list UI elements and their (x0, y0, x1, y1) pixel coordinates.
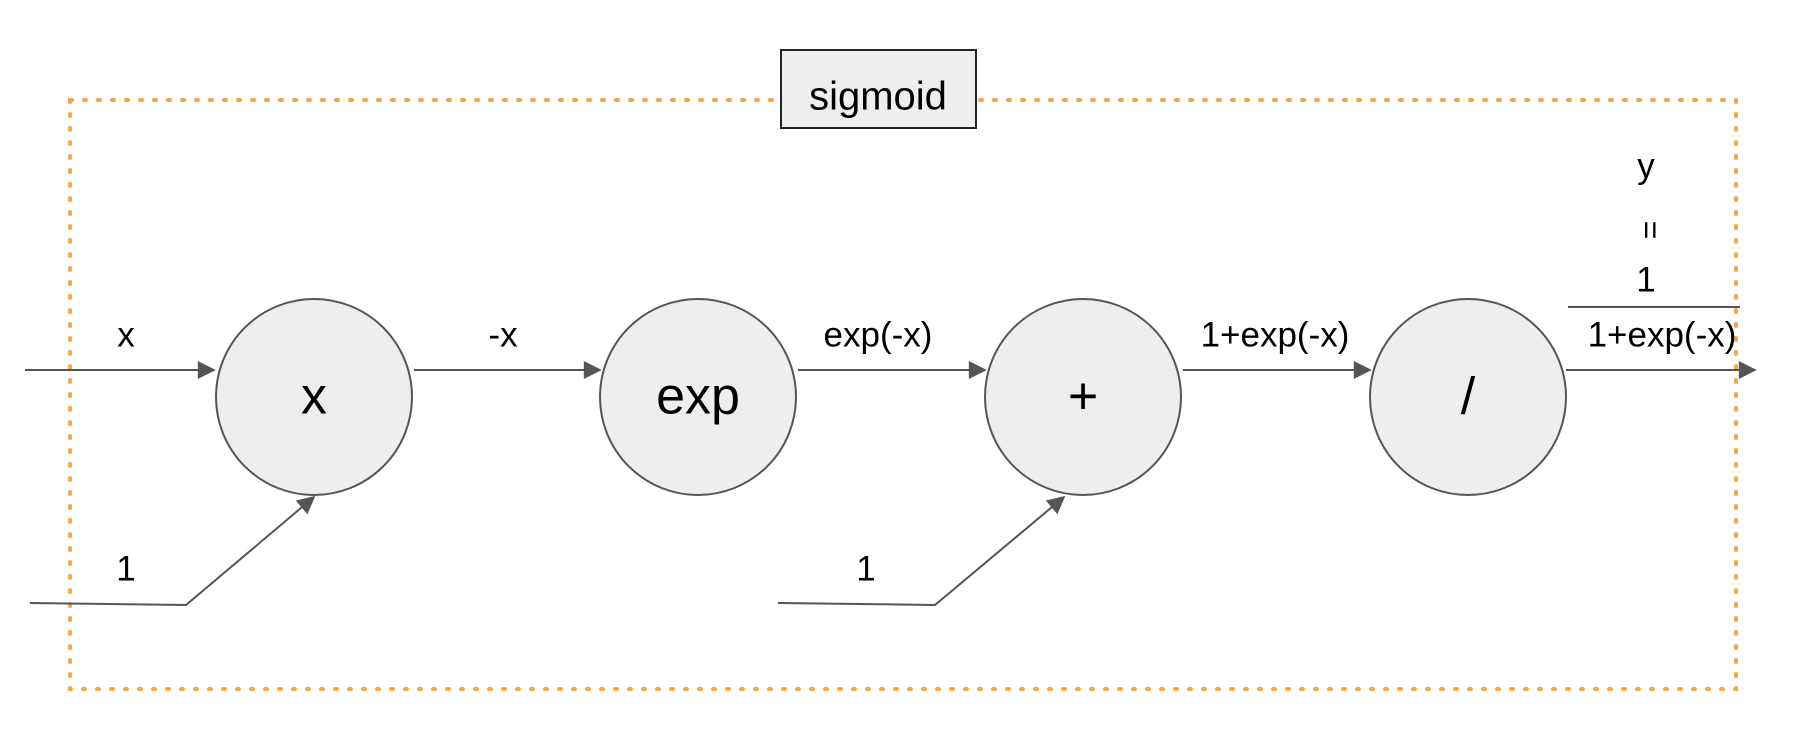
node-add-label: + (1068, 368, 1098, 426)
node-multiply-circle (215, 298, 413, 496)
edge-label-one-plus-exp: 1+exp(-x) (1201, 315, 1350, 354)
edge-const-into-add (777, 495, 1066, 607)
edges (25, 361, 1757, 607)
output-numerator: 1 (1636, 260, 1655, 299)
sigmoid-frame (68, 98, 1738, 691)
node-exp: exp (599, 298, 797, 496)
edge-label-const-add: 1 (856, 549, 875, 588)
output-equals: = (1633, 221, 1669, 240)
node-multiply-label: x (301, 368, 327, 426)
node-add: + (984, 298, 1182, 496)
output-expression: y = 1 1+exp(-x) (1568, 146, 1740, 354)
frame-title-box (780, 49, 977, 129)
node-multiply: x (215, 298, 413, 496)
node-divide-circle (1369, 298, 1567, 496)
node-divide: / (1369, 298, 1567, 496)
edge-label-const-multiply: 1 (116, 549, 135, 588)
node-add-circle (984, 298, 1182, 496)
frame-title-text: sigmoid (809, 75, 947, 119)
edge-const-into-multiply (29, 495, 316, 607)
output-denominator: 1+exp(-x) (1588, 315, 1737, 354)
output-symbol: y (1637, 146, 1655, 185)
node-divide-label: / (1461, 368, 1476, 426)
frame-title: sigmoid (780, 49, 977, 129)
edge-label-input-x: x (117, 315, 135, 354)
edge-label-exp-neg-x: exp(-x) (824, 315, 933, 354)
node-exp-circle (599, 298, 797, 496)
node-exp-label: exp (656, 368, 740, 426)
edge-label-neg-x: -x (488, 315, 518, 354)
